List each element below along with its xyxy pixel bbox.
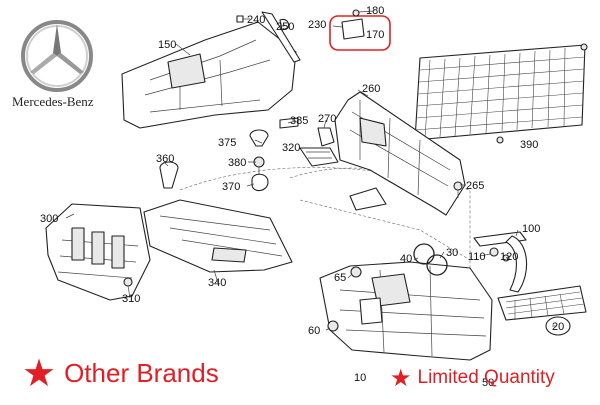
callout-270: 270 bbox=[318, 113, 336, 125]
small-fasteners bbox=[159, 117, 339, 192]
callout-320: 320 bbox=[282, 142, 300, 154]
callout-50: 50 bbox=[482, 377, 494, 389]
callout-20: 20 bbox=[552, 321, 564, 333]
callout-60: 60 bbox=[308, 325, 320, 337]
part-170-cover-cap bbox=[329, 9, 391, 51]
callout-390: 390 bbox=[520, 139, 538, 151]
callout-265: 265 bbox=[466, 180, 484, 192]
callout-340: 340 bbox=[208, 277, 226, 289]
callout-240: 240 bbox=[247, 14, 265, 26]
callout-150: 150 bbox=[158, 39, 176, 51]
callout-260: 260 bbox=[362, 83, 380, 95]
limited-quantity-text: Limited Quantity bbox=[417, 367, 555, 388]
other-brands-promo: ★ Other Brands bbox=[22, 354, 219, 392]
callout-65: 65 bbox=[334, 272, 346, 284]
part-150-side-trim bbox=[121, 21, 297, 129]
callout-375: 375 bbox=[218, 137, 236, 149]
callout-230: 230 bbox=[308, 19, 326, 31]
callout-numbers: 150 240 250 230 180 170 260 390 265 270 … bbox=[40, 5, 564, 389]
callout-385: 385 bbox=[290, 115, 308, 127]
part-340-floor-liner bbox=[143, 199, 293, 273]
red-star-icon: ★ bbox=[390, 364, 412, 392]
part-260-rear-panel bbox=[334, 91, 466, 216]
part-390-cargo-net bbox=[412, 43, 588, 144]
three-pointed-star-logo-icon bbox=[21, 20, 93, 92]
part-300-cover bbox=[45, 203, 151, 301]
other-brands-text: Other Brands bbox=[64, 357, 219, 388]
leader-lines bbox=[65, 10, 556, 331]
callout-360: 360 bbox=[156, 153, 174, 165]
right-small-parts bbox=[327, 231, 587, 336]
part-10-side-trim bbox=[319, 261, 493, 361]
callout-250: 250 bbox=[276, 21, 294, 33]
limited-quantity-promo: ★ Limited Quantity bbox=[390, 366, 555, 390]
callout-300: 300 bbox=[40, 213, 58, 225]
red-star-icon: ★ bbox=[22, 351, 57, 395]
part-265-clip bbox=[453, 181, 463, 198]
callout-310: 310 bbox=[122, 293, 140, 305]
callout-170: 170 bbox=[366, 29, 384, 41]
callout-100: 100 bbox=[522, 223, 540, 235]
brand-name: Mercedes-Benz bbox=[12, 94, 94, 109]
callout-380: 380 bbox=[228, 157, 246, 169]
callout-110: 110 bbox=[468, 251, 486, 263]
callout-40: 40 bbox=[400, 253, 412, 265]
callout-370: 370 bbox=[222, 181, 240, 193]
callout-10: 10 bbox=[354, 372, 366, 384]
callout-180: 180 bbox=[366, 5, 384, 17]
callout-120: 120 bbox=[500, 251, 518, 263]
callout-30: 30 bbox=[446, 247, 458, 259]
part-230-strip bbox=[236, 11, 301, 63]
